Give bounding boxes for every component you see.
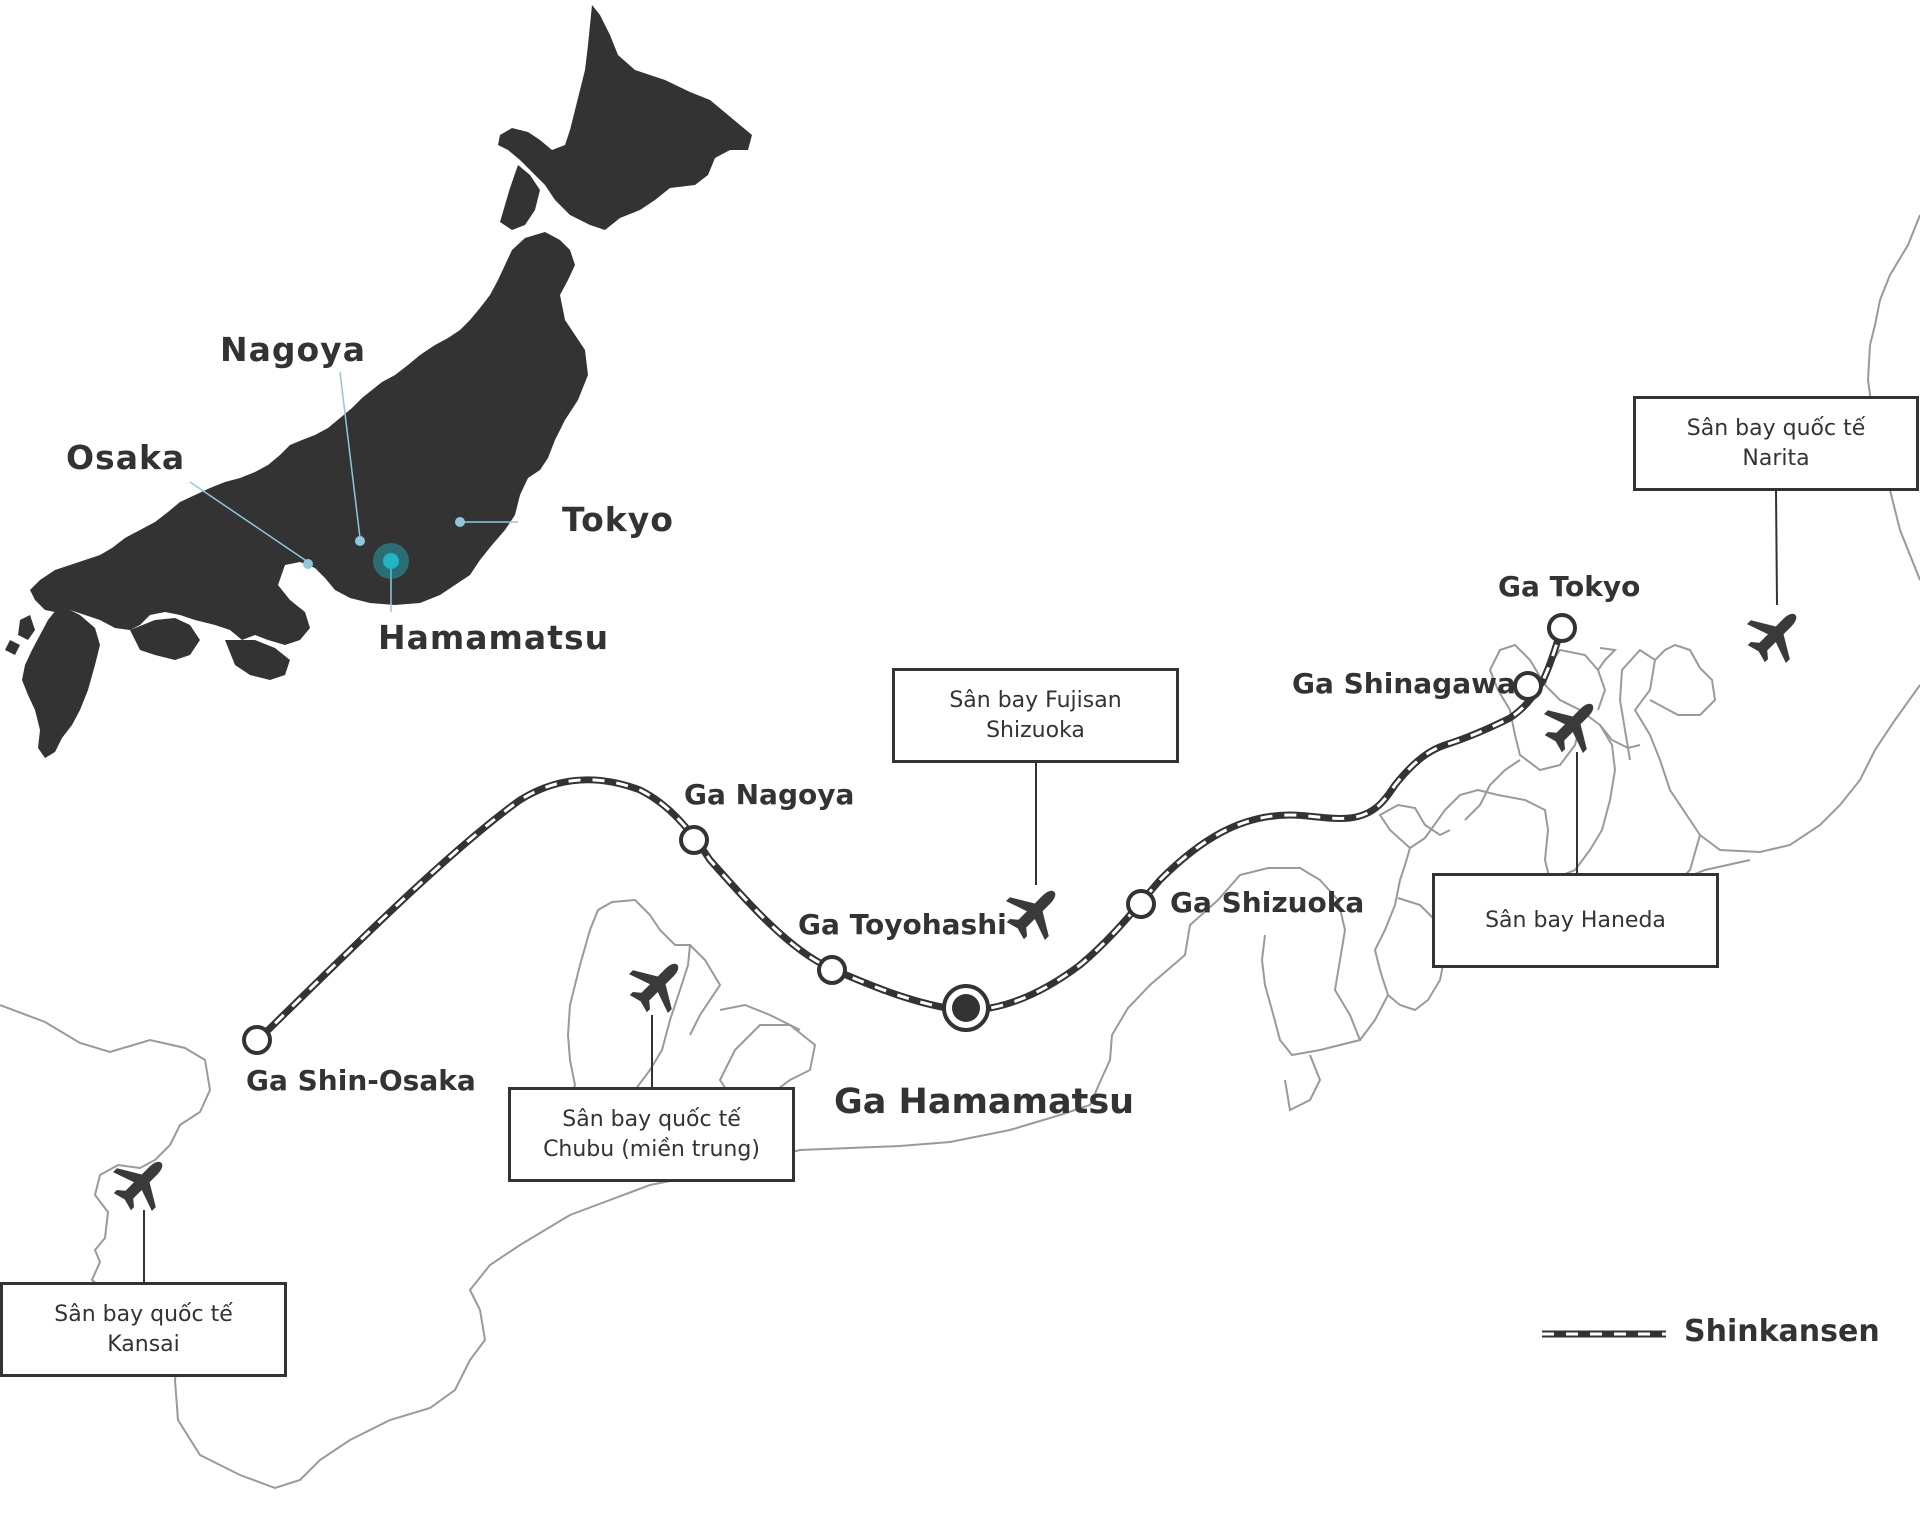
station-shinagawa-marker [1513, 671, 1543, 701]
airport-fujisan-line2: Shizuoka [986, 717, 1085, 743]
station-label-shinagawa: Ga Shinagawa [1292, 667, 1516, 700]
inset-dots [303, 517, 465, 579]
airplane-icon [1736, 595, 1815, 674]
inset-label-hamamatsu: Hamamatsu [378, 618, 610, 657]
station-label-nagoya: Ga Nagoya [684, 778, 855, 811]
station-label-toyohashi: Ga Toyohashi [798, 908, 1007, 941]
station-toyohashi-marker [817, 955, 847, 985]
station-shizuoka-marker [1126, 889, 1156, 919]
inset-label-tokyo: Tokyo [562, 500, 674, 539]
airport-box-narita: Sân bay quốc tế Narita [1633, 396, 1919, 491]
airplane-icon [995, 872, 1074, 951]
airport-haneda-line1: Sân bay Haneda [1485, 907, 1666, 933]
airport-box-fujisan: Sân bay Fujisan Shizuoka [892, 668, 1179, 763]
airport-narita-line1: Sân bay quốc tế [1686, 415, 1866, 441]
station-markers [242, 613, 1577, 1055]
airport-fujisan-line1: Sân bay Fujisan [949, 687, 1122, 713]
airport-narita-line2: Narita [1742, 445, 1810, 471]
station-tokyo-marker [1547, 613, 1577, 643]
inset-label-osaka: Osaka [66, 438, 186, 477]
airport-chubu-line1: Sân bay quốc tế [562, 1106, 741, 1132]
airport-kansai-line1: Sân bay quốc tế [54, 1301, 233, 1327]
airport-box-haneda: Sân bay Haneda [1432, 873, 1719, 968]
station-shin-osaka-marker [242, 1025, 272, 1055]
airport-box-chubu: Sân bay quốc tế Chubu (miền trung) [508, 1087, 795, 1182]
airplane-icon [618, 945, 697, 1024]
airport-box-kansai: Sân bay quốc tế Kansai [0, 1282, 287, 1377]
inset-label-nagoya: Nagoya [220, 330, 366, 369]
station-label-hamamatsu: Ga Hamamatsu [834, 1082, 1135, 1122]
airport-kansai-line2: Kansai [107, 1331, 180, 1357]
coastline [0, 214, 1920, 1490]
station-label-shizuoka: Ga Shizuoka [1170, 886, 1365, 919]
station-hamamatsu-marker [942, 984, 990, 1032]
station-label-shin-osaka: Ga Shin-Osaka [246, 1064, 476, 1097]
japan-silhouette [5, 5, 752, 758]
inset-leaders [189, 371, 518, 612]
airplane-icon [102, 1143, 181, 1222]
airport-connectors [143, 489, 1778, 1284]
station-label-tokyo: Ga Tokyo [1498, 570, 1641, 603]
airport-chubu-line2: Chubu (miền trung) [543, 1136, 760, 1162]
legend-label-shinkansen: Shinkansen [1684, 1314, 1880, 1349]
shinkansen-route-dash [256, 627, 1564, 1042]
station-nagoya-marker [679, 825, 709, 855]
